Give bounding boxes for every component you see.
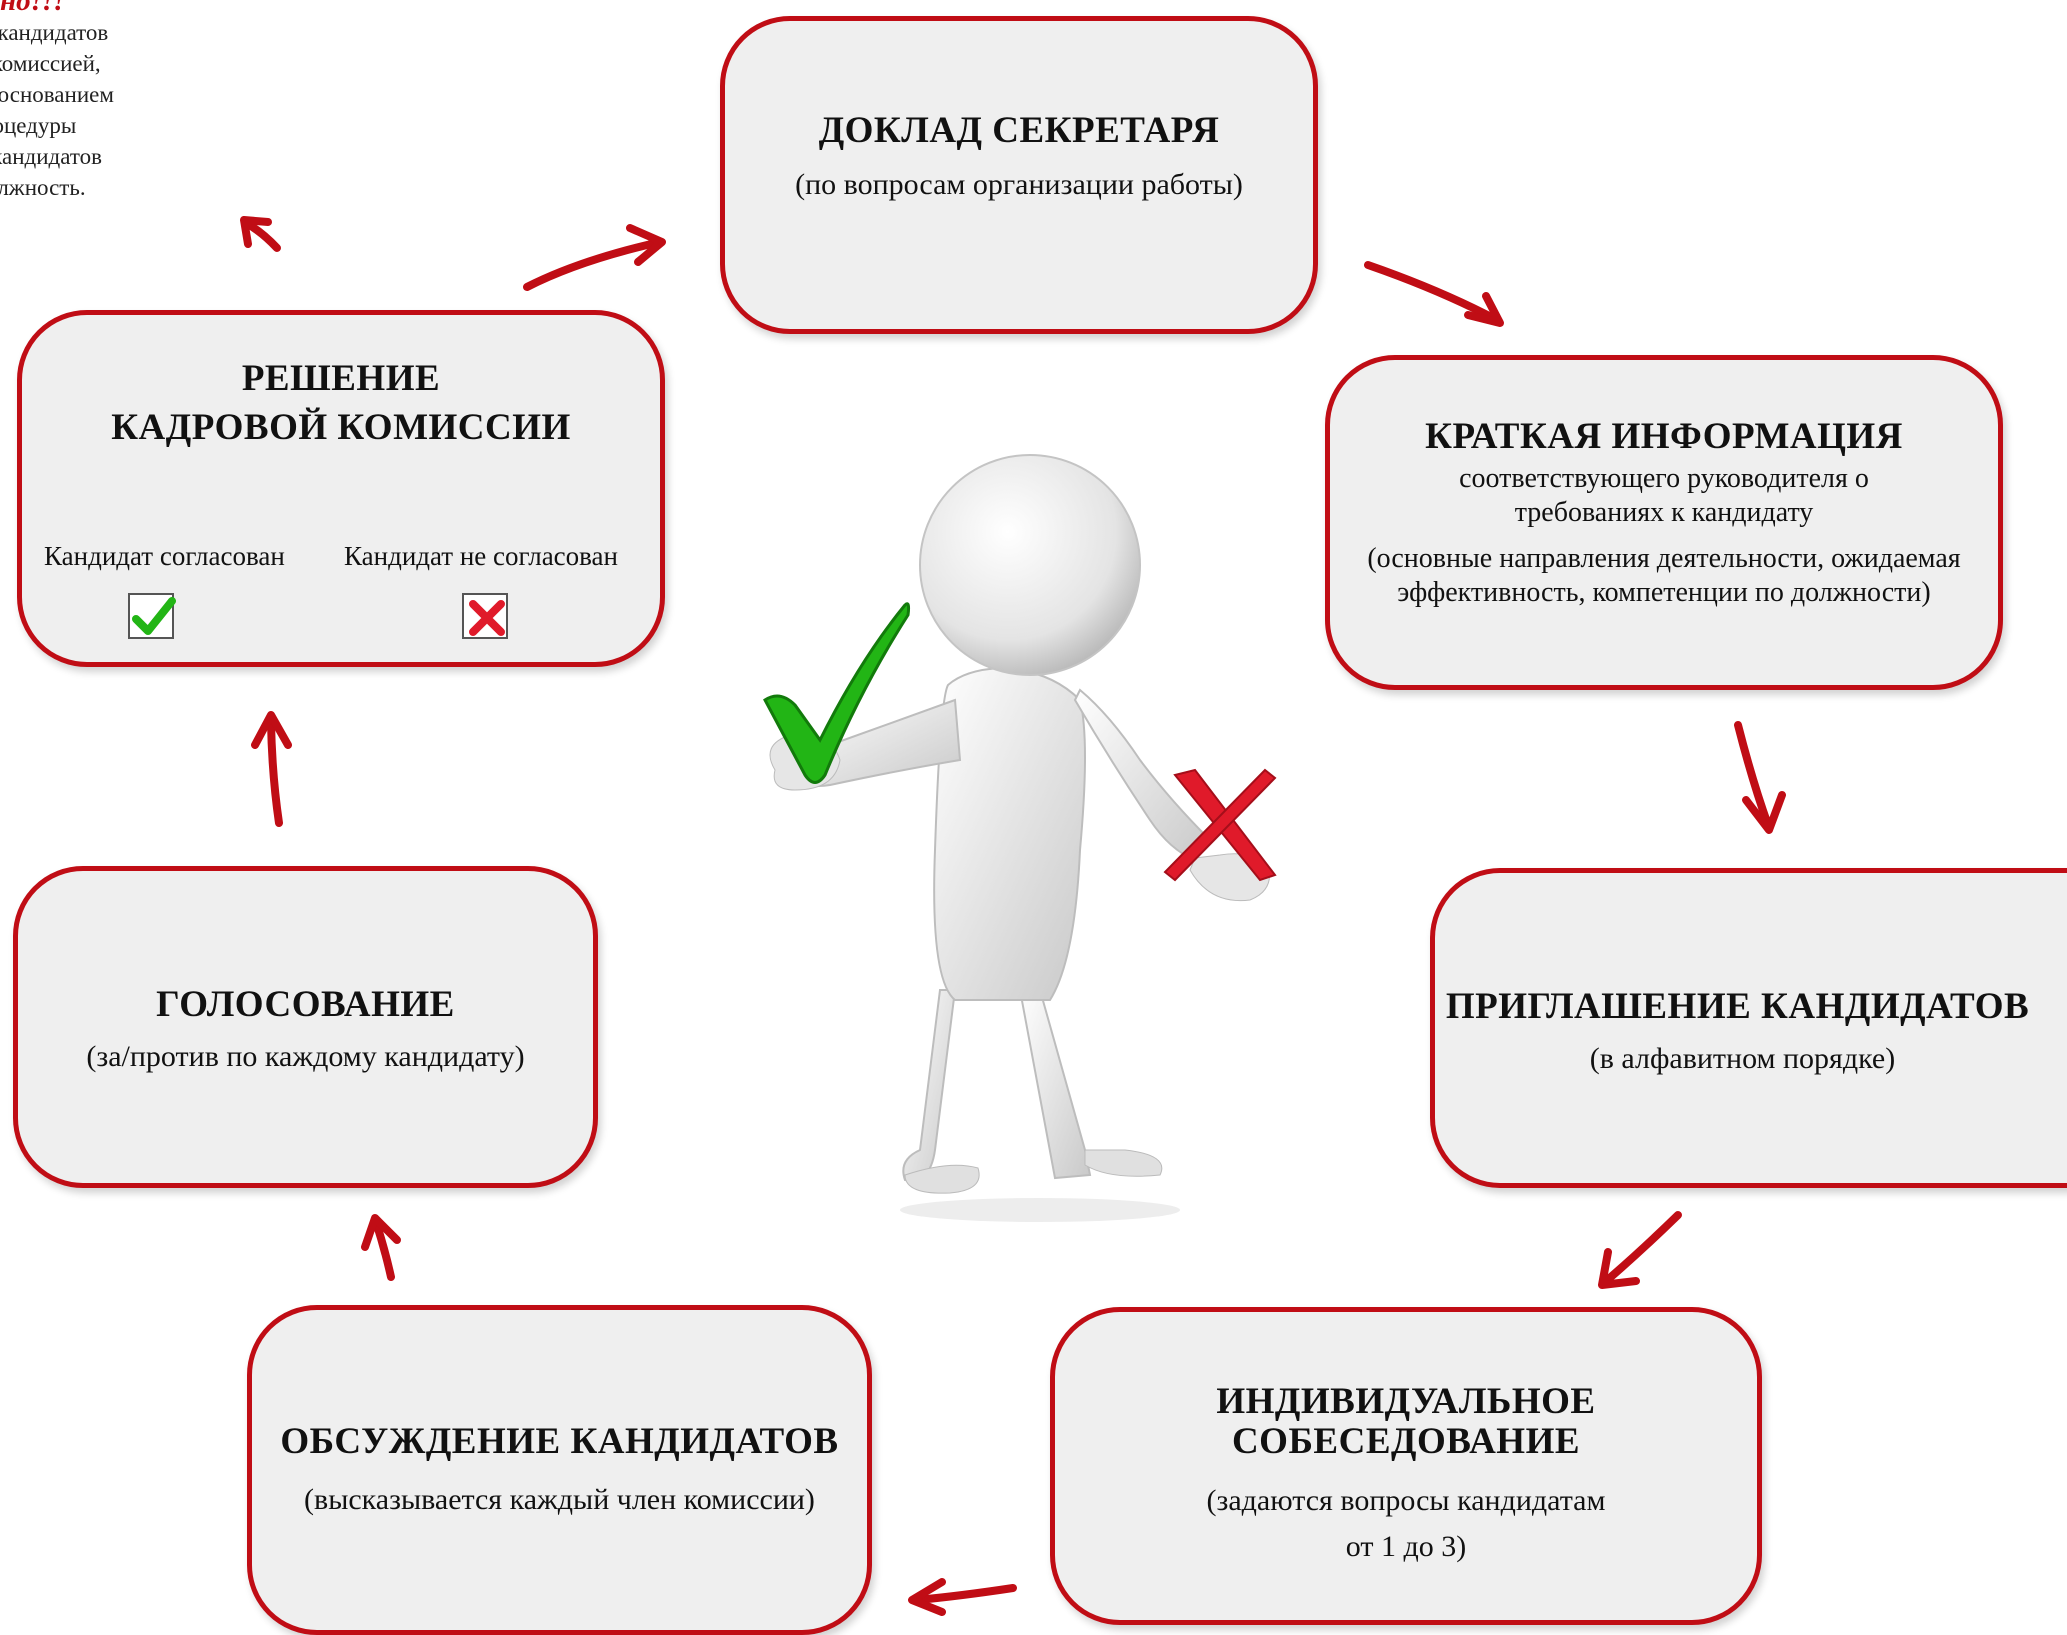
- arrow-brief-to-invite: [1734, 721, 1772, 829]
- interview-subtitle: (задаются вопросы кандидатам: [1206, 1484, 1606, 1517]
- brief-title: КРАТКАЯ ИНФОРМАЦИЯ: [1425, 416, 1903, 457]
- note-line: ин из кандидатов: [0, 20, 109, 45]
- decision-title-1: РЕШЕНИЕ: [241, 358, 441, 399]
- interview-subtitle2: от 1 до 3): [1345, 1530, 1467, 1563]
- arrow-interview-to-discussion: [913, 1584, 1017, 1604]
- box-invite-candidates: ПРИГЛАШЕНИЕ КАНДИДАТОВ (в алфавитном пор…: [1430, 868, 2067, 1188]
- note-line: яется основанием: [0, 82, 114, 107]
- rejected-cross-icon: [462, 593, 508, 639]
- voting-subtitle: (за/против по каждому кандидату): [86, 1040, 525, 1073]
- warning-title: но!!!: [0, 0, 65, 17]
- interview-title: ИНДИВИДУАЛЬНОЕ СОБЕСЕДОВАНИЕ: [1216, 1381, 1596, 1462]
- arrow-invite-to-interview: [1601, 1211, 1682, 1286]
- cross-icon: [1163, 768, 1277, 882]
- brief-text: соответствующего руководителя о требован…: [1459, 463, 1869, 528]
- decision-approved-label: Кандидат согласован: [44, 541, 285, 571]
- decision-rejected-label: Кандидат не согласован: [344, 541, 618, 571]
- person-figure: [769, 454, 1270, 1222]
- invite-subtitle: (в алфавитном порядке): [1589, 1042, 1896, 1075]
- note-line: ания кандидатов: [0, 144, 102, 169]
- check-icon: [763, 602, 911, 784]
- note-line: ую должность.: [0, 175, 86, 200]
- note-line: овой комиссией,: [0, 51, 101, 76]
- box-decision: РЕШЕНИЕ КАДРОВОЙ КОМИССИИ Кандидат согла…: [17, 310, 665, 667]
- voting-title: ГОЛОСОВАНИЕ: [156, 984, 455, 1025]
- box-brief-info: КРАТКАЯ ИНФОРМАЦИЯ соответствующего руко…: [1325, 355, 2003, 690]
- box-discussion: ОБСУЖДЕНИЕ КАНДИДАТОВ (высказывается каж…: [247, 1305, 872, 1635]
- decision-title-2: КАДРОВОЙ КОМИССИИ: [111, 407, 571, 448]
- box-voting: ГОЛОСОВАНИЕ (за/против по каждому кандид…: [13, 866, 598, 1188]
- box-secretary-report: ДОКЛАД СЕКРЕТАРЯ (по вопросам организаци…: [720, 16, 1318, 334]
- approved-check-icon: [128, 593, 176, 639]
- arrow-discussion-to-voting: [372, 1218, 395, 1281]
- secretary-title: ДОКЛАД СЕКРЕТАРЯ: [818, 110, 1220, 151]
- arrow-voting-to-decision: [267, 718, 283, 827]
- arrow-decision-to-secretary: [523, 238, 664, 291]
- discussion-subtitle: (высказывается каждый член комиссии): [304, 1483, 815, 1516]
- discussion-title: ОБСУЖДЕНИЕ КАНДИДАТОВ: [280, 1421, 839, 1462]
- warning-note: но!!! ин из кандидатов овой комиссией, я…: [0, 0, 240, 203]
- box-interview: ИНДИВИДУАЛЬНОЕ СОБЕСЕДОВАНИЕ (задаются в…: [1050, 1307, 1762, 1625]
- invite-title: ПРИГЛАШЕНИЕ КАНДИДАТОВ: [1445, 986, 2030, 1027]
- note-line: ия процедуры: [0, 113, 77, 138]
- arrow-secretary-to-brief: [1364, 261, 1501, 324]
- secretary-subtitle: (по вопросам организации работы): [795, 168, 1243, 201]
- brief-details: (основные направления деятельности, ожид…: [1367, 543, 1961, 608]
